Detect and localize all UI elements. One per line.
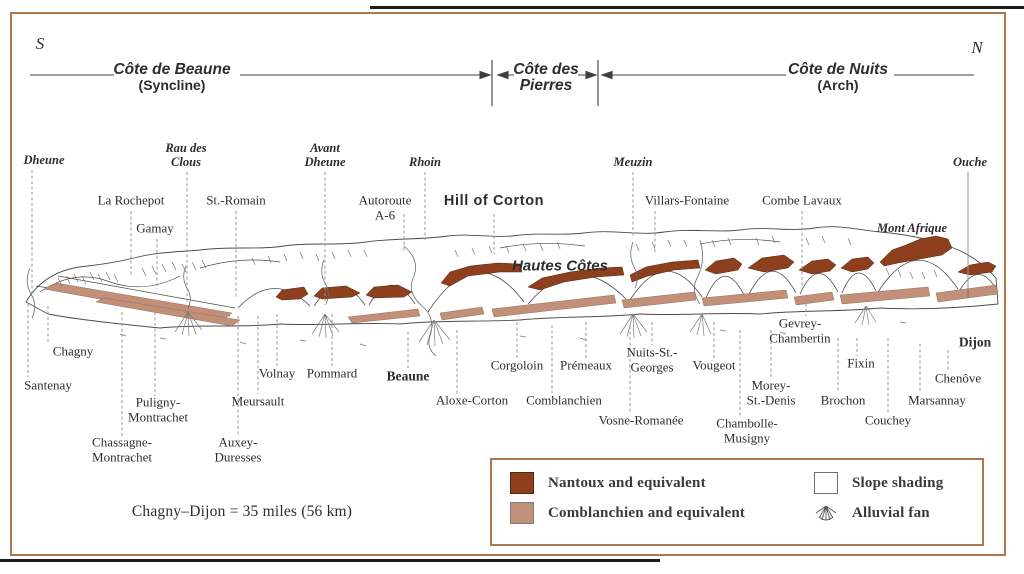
legend-label: Comblanchien and equivalent [548, 504, 746, 521]
region-cote-des-pierres: Côte des Pierres [513, 61, 579, 95]
label-gevrey-chambertin: Gevrey- Chambertin [769, 315, 831, 345]
alluvial-fan-icon [814, 502, 838, 524]
label-combe-lavaux: Combe Lavaux [762, 192, 842, 208]
top-scan-line [370, 6, 1024, 9]
region-cote-de-nuits: Côte de Nuits (Arch) [788, 61, 888, 94]
label-gamay: Gamay [136, 220, 174, 236]
slope-shading-swatch [814, 472, 838, 494]
label-puligny-montrachet: Puligny- Montrachet [128, 394, 188, 424]
legend-item-comblanchien: Comblanchien and equivalent [510, 502, 745, 524]
legend-label: Nantoux and equivalent [548, 474, 706, 491]
region-qualifier: (Syncline) [138, 77, 206, 94]
comblanchien-bands [43, 282, 999, 327]
figure-border [10, 12, 1006, 556]
label-avant-dheune: Avant Dheune [304, 141, 346, 169]
label-pr-meaux: Prémeaux [560, 357, 612, 373]
label-autoroute-a-6: Autoroute A-6 [358, 192, 412, 222]
label-rhoin: Rhoin [409, 155, 441, 169]
label-dheune: Dheune [23, 153, 65, 167]
label-morey-st-denis: Morey- St.-Denis [746, 377, 796, 407]
label-meuzin: Meuzin [613, 155, 653, 169]
label-la-rochepot: La Rochepot [97, 192, 165, 208]
legend: Nantoux and equivalent Comblanchien and … [490, 458, 984, 546]
header-measure-lines [30, 60, 974, 106]
legend-label: Slope shading [852, 474, 944, 491]
alluvial-fans [174, 305, 877, 347]
label-meursault: Meursault [231, 393, 285, 409]
label-beaune: Beaune [386, 368, 430, 384]
label-villars-fontaine: Villars-Fontaine [644, 192, 730, 208]
region-name: Côte de Nuits [788, 61, 888, 78]
label-dijon: Dijon [958, 334, 992, 350]
label-fixin: Fixin [847, 355, 875, 371]
label-chagny: Chagny [52, 343, 94, 359]
scale-note: Chagny–Dijon = 35 miles (56 km) [131, 503, 353, 520]
legend-item-slope-shading: Slope shading [814, 472, 943, 494]
region-name: Côte de Beaune [113, 61, 231, 78]
label-vosne-roman-e: Vosne-Romanée [598, 412, 684, 428]
region-qualifier: (Arch) [817, 77, 859, 94]
region-name: Côte des Pierres [513, 61, 579, 95]
region-cote-de-beaune: Côte de Beaune (Syncline) [113, 61, 231, 94]
leader-lines [27, 170, 969, 436]
label-vougeot: Vougeot [692, 357, 736, 373]
label-rau-des-clous: Rau des Clous [165, 141, 207, 169]
label-chen-ve: Chenôve [934, 370, 982, 386]
label-marsannay: Marsannay [908, 392, 966, 408]
compass-north: N [971, 38, 983, 57]
label-corgoloin: Corgoloin [490, 357, 544, 373]
label-volnay: Volnay [258, 365, 296, 381]
legend-label: Alluvial fan [852, 504, 930, 521]
label-ouche: Ouche [952, 155, 988, 169]
label-comblanchien: Comblanchien [526, 392, 602, 408]
label-auxey-duresses: Auxey- Duresses [214, 434, 262, 464]
compass-south: S [35, 34, 45, 53]
label-st-romain: St.-Romain [206, 192, 266, 208]
label-couchey: Couchey [864, 412, 912, 428]
label-nuits-st-georges: Nuits-St.- Georges [626, 344, 678, 374]
nantoux-swatch [510, 472, 534, 494]
label-chassagne-montrachet: Chassagne- Montrachet [92, 434, 152, 464]
label-santenay: Santenay [24, 377, 72, 393]
comblanchien-swatch [510, 502, 534, 524]
label-chambolle-musigny: Chambolle- Musigny [716, 415, 778, 445]
label-hautes-c-tes: Hautes Côtes [512, 257, 608, 275]
label-hill-of-corton: Hill of Corton [443, 192, 545, 209]
hatching [57, 235, 938, 347]
label-pommard: Pommard [306, 365, 358, 381]
legend-item-nantoux: Nantoux and equivalent [510, 472, 706, 494]
label-brochon: Brochon [820, 392, 866, 408]
bottom-scan-line [0, 559, 660, 562]
label-mont-afrique: Mont Afrique [876, 221, 948, 235]
label-aloxe-corton: Aloxe-Corton [435, 392, 509, 408]
legend-item-alluvial-fan: Alluvial fan [814, 502, 930, 524]
